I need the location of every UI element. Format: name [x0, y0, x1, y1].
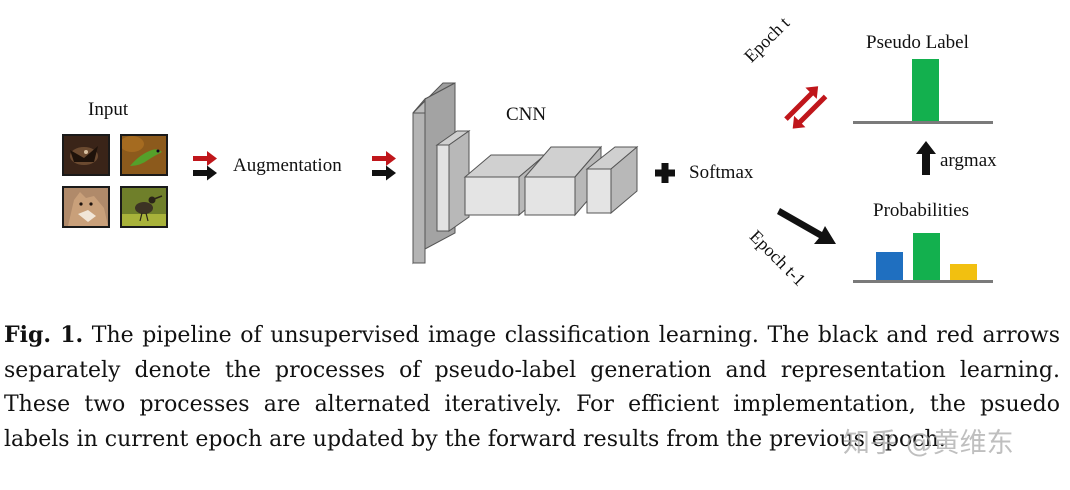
arrow-pair-augmentation-to-cnn — [372, 151, 396, 181]
plus-icon — [655, 163, 675, 183]
input-thumbnail-lizard — [120, 134, 168, 176]
caption-text: The pipeline of unsupervised image class… — [4, 323, 1060, 452]
red-double-arrow-icon — [784, 86, 828, 129]
figure-caption: Fig. 1. The pipeline of unsupervised ima… — [4, 318, 1060, 457]
probabilities-title: Probabilities — [873, 200, 970, 221]
black-arrow-icon — [372, 165, 396, 181]
cnn-layer-2 — [435, 130, 471, 232]
cnn-layer-3 — [463, 153, 547, 217]
probability-bar-green — [913, 233, 940, 282]
input-thumbnail-bat — [62, 134, 110, 176]
probability-bar-blue — [876, 252, 903, 282]
cnn-diagram — [412, 82, 639, 265]
argmax-label: argmax — [940, 150, 997, 171]
black-arrow-icon — [193, 165, 217, 181]
input-label: Input — [88, 99, 129, 120]
probabilities-baseline — [853, 280, 993, 283]
pseudo-label-chart — [853, 59, 993, 124]
pseudo-label-title: Pseudo Label — [866, 32, 969, 53]
black-diagonal-arrow-icon — [777, 208, 836, 244]
input-thumbnail-bird — [120, 186, 168, 228]
input-thumbnail-wolf — [62, 186, 110, 228]
red-arrow-icon — [372, 151, 396, 166]
watermark-text: 知乎 @黄维东 — [843, 428, 1014, 459]
cnn-label: CNN — [506, 104, 547, 125]
softmax-label: Softmax — [689, 162, 754, 183]
cnn-layer-5 — [585, 145, 639, 215]
figure-number: Fig. 1. — [4, 322, 84, 348]
up-arrow-icon — [916, 141, 936, 175]
augmentation-label: Augmentation — [233, 155, 342, 176]
pseudo-label-baseline — [853, 121, 993, 124]
arrow-pair-input-to-augmentation — [193, 151, 217, 181]
red-arrow-icon — [193, 151, 217, 166]
pseudo-label-bar — [912, 59, 939, 122]
probabilities-chart — [853, 233, 993, 283]
pipeline-figure: Input — [62, 12, 997, 290]
epoch-t-label: Epoch t — [740, 12, 794, 67]
probability-bar-yellow — [950, 264, 977, 282]
